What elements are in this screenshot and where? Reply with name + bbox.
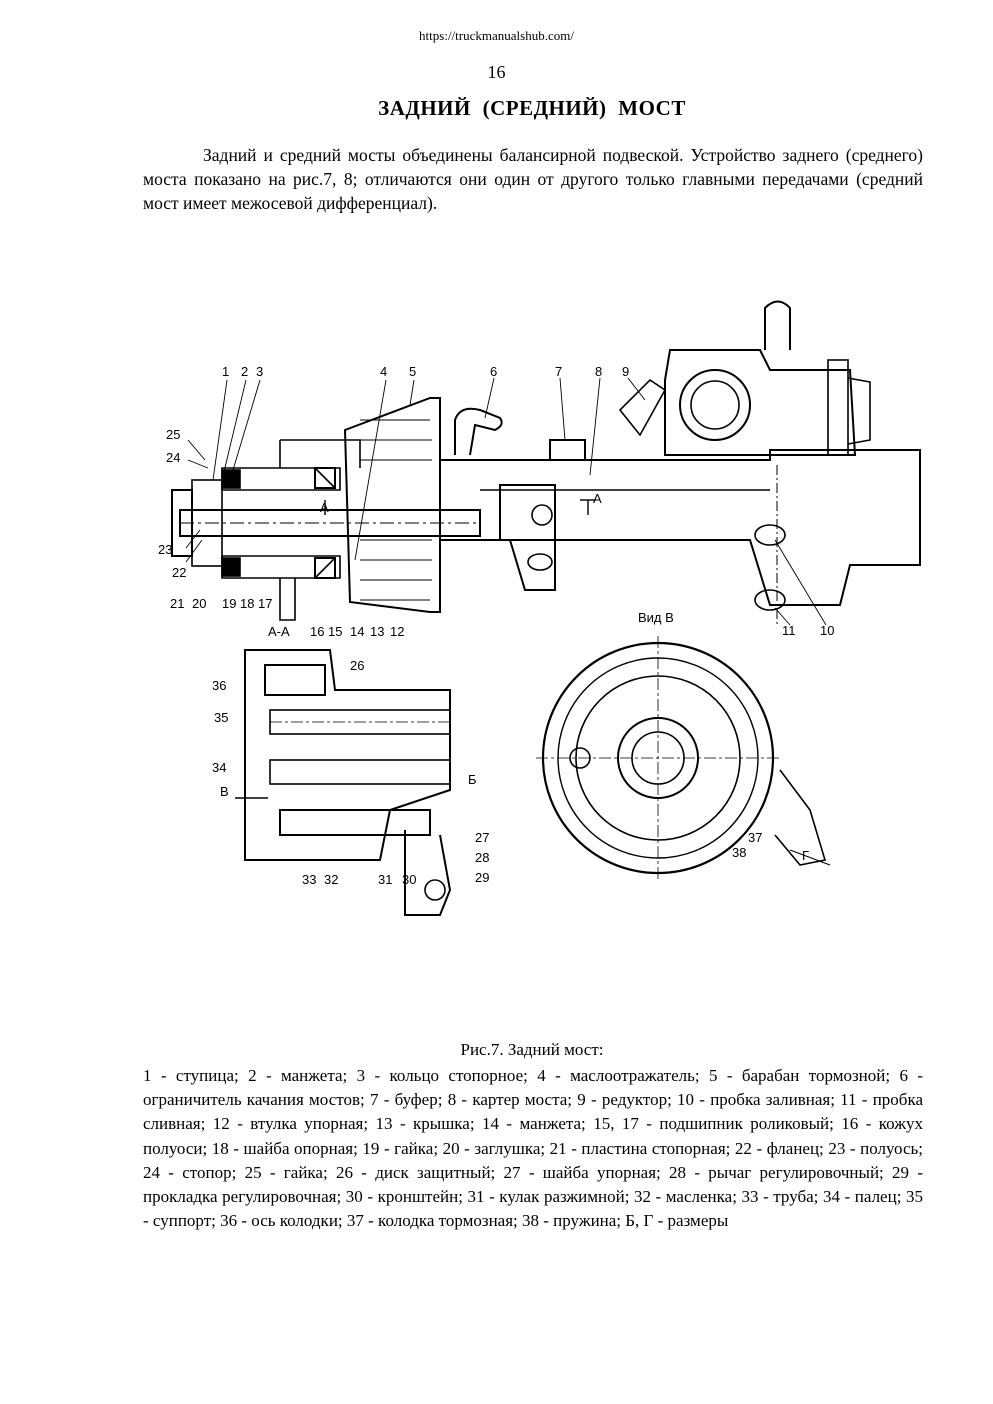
- figure-caption-legend: 1 - ступица; 2 - манжета; 3 - кольцо сто…: [143, 1066, 923, 1231]
- label-arrow-v: В: [220, 784, 229, 799]
- label-31: 31: [378, 872, 392, 887]
- label-29: 29: [475, 870, 489, 885]
- label-34: 34: [212, 760, 226, 775]
- label-2: 2: [241, 364, 248, 379]
- label-arrow-a-left: А: [320, 500, 329, 515]
- view-b-drawing: [536, 636, 831, 880]
- rear-axle-drawing: 1 2 3 4 5 6 7 8 9 10 11 12 13 14 15 16 1…: [150, 290, 930, 930]
- label-9: 9: [622, 364, 629, 379]
- label-4: 4: [380, 364, 387, 379]
- label-28: 28: [475, 850, 489, 865]
- label-5: 5: [409, 364, 416, 379]
- label-27: 27: [475, 830, 489, 845]
- label-35: 35: [214, 710, 228, 725]
- label-section-aa: А-А: [268, 624, 290, 639]
- label-3: 3: [256, 364, 263, 379]
- section-title: ЗАДНИЙ (СРЕДНИЙ) МОСТ: [378, 96, 686, 120]
- label-37: 37: [748, 830, 762, 845]
- label-dim-b: Б: [468, 772, 477, 787]
- label-7: 7: [555, 364, 562, 379]
- label-38: 38: [732, 845, 746, 860]
- intro-paragraph: Задний и средний мосты объединены баланс…: [143, 145, 923, 213]
- label-20: 20: [192, 596, 206, 611]
- label-23: 23: [158, 542, 172, 557]
- label-11: 11: [782, 623, 796, 638]
- label-view-b: Вид В: [638, 610, 674, 625]
- label-26: 26: [350, 658, 364, 673]
- label-18: 18: [240, 596, 254, 611]
- label-6: 6: [490, 364, 497, 379]
- page-number: 16: [487, 62, 506, 82]
- label-17: 17: [258, 596, 272, 611]
- label-19: 19: [222, 596, 236, 611]
- label-15: 15: [328, 624, 342, 639]
- label-12: 12: [390, 624, 404, 639]
- label-1: 1: [222, 364, 229, 379]
- label-14: 14: [350, 624, 364, 639]
- label-22: 22: [172, 565, 186, 580]
- label-10: 10: [820, 623, 834, 638]
- label-arrow-a-right: А: [593, 491, 602, 506]
- label-25: 25: [166, 427, 180, 442]
- label-32: 32: [324, 872, 338, 887]
- label-24: 24: [166, 450, 180, 465]
- label-8: 8: [595, 364, 602, 379]
- section-aa-view: [235, 649, 452, 916]
- label-21: 21: [170, 596, 184, 611]
- label-dim-g: Г: [802, 848, 809, 863]
- label-33: 33: [302, 872, 316, 887]
- label-30: 30: [402, 872, 416, 887]
- label-13: 13: [370, 624, 384, 639]
- label-16: 16: [310, 624, 324, 639]
- figure-caption-title: Рис.7. Задний мост:: [460, 1040, 604, 1059]
- label-36: 36: [212, 678, 226, 693]
- source-url: https://truckmanualshub.com/: [419, 28, 574, 43]
- axle-section-view: [171, 300, 921, 625]
